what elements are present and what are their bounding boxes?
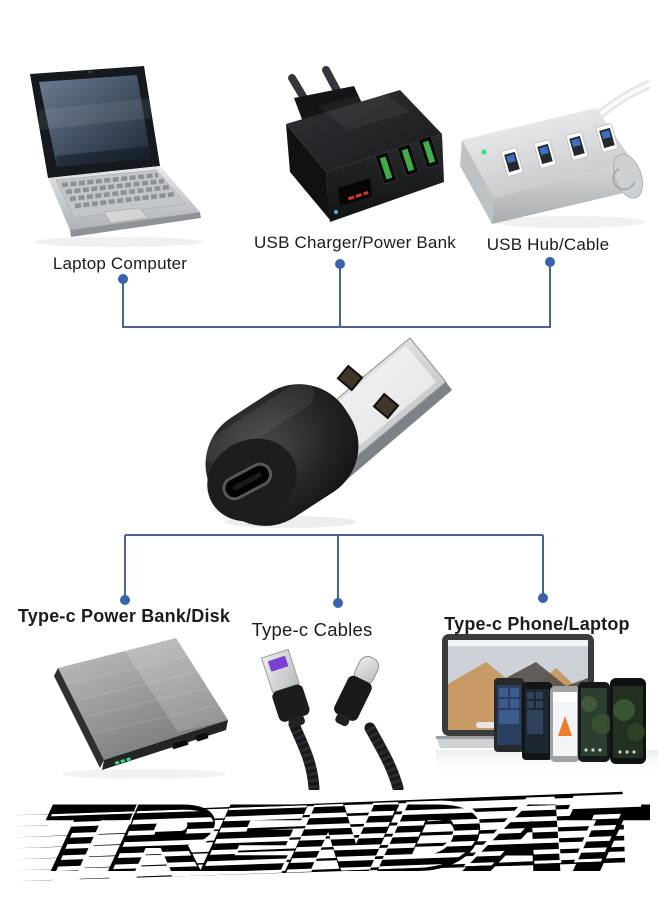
usb-a-contact-hole xyxy=(372,392,400,420)
label-type-c-phone: Type-c Phone/Laptop xyxy=(444,614,630,634)
power-bank-image xyxy=(54,638,228,779)
label-laptop-computer: Laptop Computer xyxy=(52,254,188,273)
usb-hub-image xyxy=(460,79,650,228)
charger-top-face xyxy=(286,90,442,172)
laptop-touchpad xyxy=(103,207,149,224)
hub-end-cap xyxy=(612,153,644,199)
connector-dot xyxy=(335,259,345,269)
hub-power-led xyxy=(481,149,487,155)
label-usb-hub: USB Hub/Cable xyxy=(486,235,610,254)
usb-c-cable xyxy=(334,655,404,790)
usb-c-port xyxy=(222,462,273,501)
connector-dot xyxy=(538,593,548,603)
smartphone xyxy=(550,686,580,762)
hub-front-face xyxy=(492,160,632,224)
connector-dot xyxy=(120,595,130,605)
adapter-body xyxy=(202,381,359,526)
label-type-c-cables: Type-c Cables xyxy=(251,619,373,640)
smartphone xyxy=(610,678,646,764)
label-type-c-power-bank: Type-c Power Bank/Disk xyxy=(17,606,231,626)
smartphone xyxy=(494,678,524,752)
label-usb-charger: USB Charger/Power Bank xyxy=(254,233,456,252)
trendat-logo: TRENDAT TRENDAT TRENDAT xyxy=(13,786,650,890)
logo-speed-lines xyxy=(13,791,626,882)
phones-and-laptop-image xyxy=(436,634,658,776)
connector-dot xyxy=(333,598,343,608)
charger-led-display xyxy=(338,178,372,206)
power-bank-top-face xyxy=(58,638,228,760)
usb-a-contact-hole xyxy=(336,364,364,392)
usb-a-cable xyxy=(260,648,320,790)
charger-indicator-led xyxy=(334,210,338,214)
usb-charger-image xyxy=(286,66,444,222)
charger-usb-ports xyxy=(375,135,440,185)
power-bank-charge-leds xyxy=(114,757,131,765)
power-bank-port xyxy=(171,738,189,750)
laptop-screen xyxy=(39,75,151,167)
bottom-bracket xyxy=(120,534,548,608)
connector-dot xyxy=(545,257,555,267)
connector-dot xyxy=(118,274,128,284)
type-c-cables-image xyxy=(260,648,404,790)
smartphones xyxy=(494,678,646,764)
power-bank-port xyxy=(195,732,209,742)
smartphone xyxy=(522,682,552,760)
power-bank-front-edge xyxy=(102,720,228,770)
laptop-image xyxy=(30,66,203,247)
webcam-icon xyxy=(88,70,92,74)
smartphone xyxy=(578,682,612,762)
usb-a-to-usb-c-adapter-image xyxy=(202,337,452,528)
hub-usb-ports xyxy=(500,123,619,177)
